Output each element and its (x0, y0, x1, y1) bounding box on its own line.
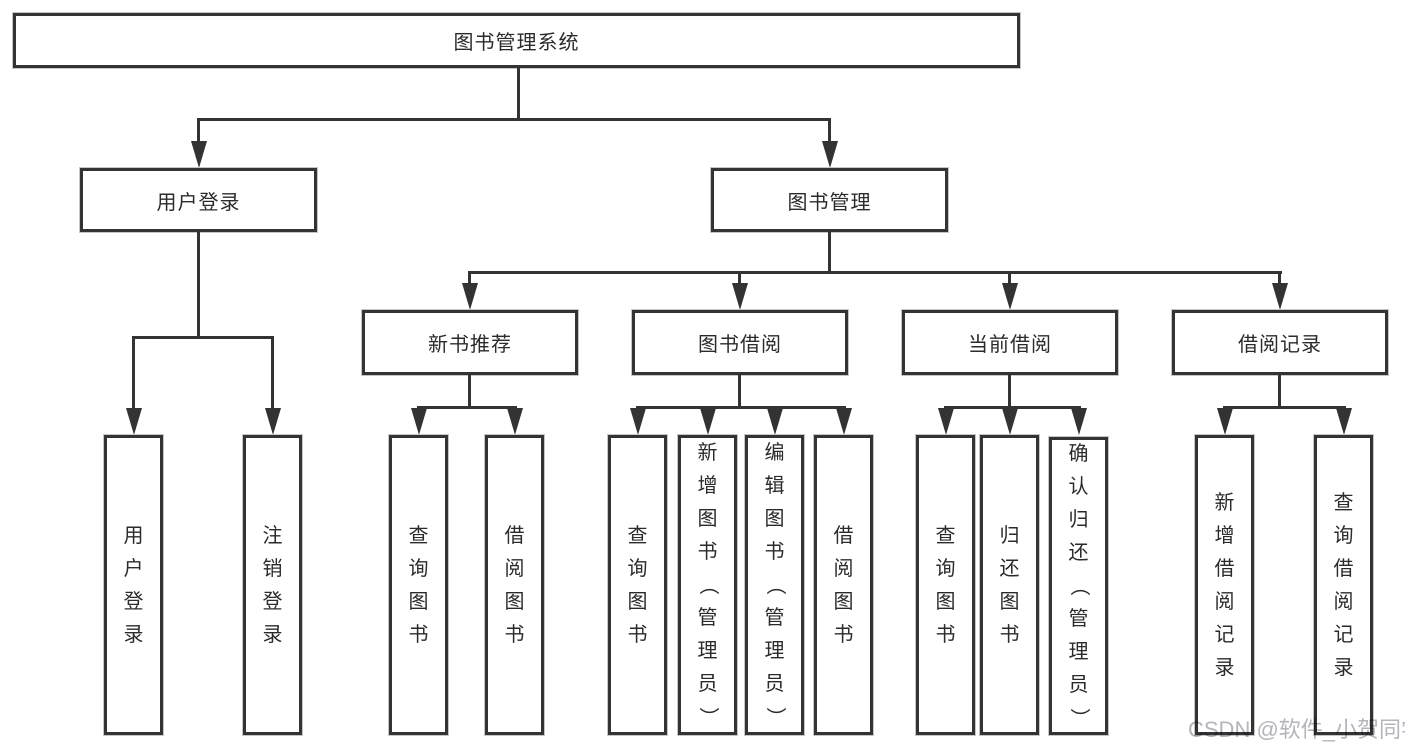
connector-borrow-records-bar (1223, 406, 1346, 409)
connector-user-login-bar (132, 336, 274, 339)
node-library-management-system: 图书管理系统 (13, 13, 1020, 68)
leaf-confirm-return-admin: 确认归还（管理员） (1049, 437, 1108, 735)
leaf-label: 查询图书 (408, 524, 429, 646)
arrow-to-leaf-query-books-2 (629, 408, 646, 435)
arrow-to-leaf-add-book (699, 408, 716, 435)
leaf-label: 借阅图书 (504, 524, 525, 646)
node-label: 图书借阅 (698, 334, 782, 356)
node-label: 用户登录 (156, 191, 241, 214)
leaf-query-books-1: 查询图书 (389, 435, 448, 735)
leaf-label: 归还图书 (999, 524, 1020, 646)
arrow-to-new-book-recommend (461, 272, 478, 310)
leaf-label: 新增借阅记录 (1214, 491, 1235, 679)
connector-borrow-records-stem (1278, 375, 1281, 409)
leaf-label: 新增图书（管理员） (696, 442, 719, 727)
arrow-to-leaf-borrow-books-1 (506, 408, 523, 435)
connector-new-book-stem (468, 375, 471, 409)
connector-book-management-bar (468, 271, 1282, 274)
leaf-logout: 注销登录 (243, 435, 302, 735)
node-user-login: 用户登录 (80, 168, 317, 232)
leaf-label: 确认归还（管理员） (1067, 443, 1090, 728)
connector-book-management-stem (828, 232, 831, 273)
node-current-borrow: 当前借阅 (902, 310, 1118, 375)
leaf-add-book-admin: 新增图书（管理员） (678, 435, 737, 735)
arrow-to-leaf-query-record (1335, 408, 1352, 435)
leaf-borrow-books-2: 借阅图书 (814, 435, 873, 735)
node-label: 新书推荐 (428, 334, 512, 356)
leaf-label: 借阅图书 (833, 524, 854, 646)
leaf-return-book: 归还图书 (980, 435, 1039, 735)
connector-book-borrow-stem (738, 375, 741, 409)
leaf-label: 查询借阅记录 (1333, 491, 1354, 679)
arrow-to-user-login (190, 119, 207, 168)
arrow-to-book-borrow (731, 272, 748, 310)
arrow-to-leaf-borrow-books-2 (835, 408, 852, 435)
connector-current-borrow-bar (944, 406, 1081, 409)
node-book-borrow: 图书借阅 (632, 310, 848, 375)
leaf-edit-book-admin: 编辑图书（管理员） (745, 435, 804, 735)
arrow-to-leaf-confirm-return (1070, 408, 1087, 435)
leaf-borrow-books-1: 借阅图书 (485, 435, 544, 735)
leaf-query-borrow-record: 查询借阅记录 (1314, 435, 1373, 735)
leaf-label: 编辑图书（管理员） (763, 442, 786, 727)
leaf-label: 查询图书 (935, 524, 956, 646)
arrow-to-current-borrow (1001, 272, 1018, 310)
leaf-label: 注销登录 (262, 524, 283, 646)
connector-new-book-bar (417, 406, 517, 409)
connector-user-login-stem (197, 232, 200, 339)
csdn-watermark: CSDN @软件_小贺同学 (1188, 717, 1405, 742)
leaf-add-borrow-record: 新增借阅记录 (1195, 435, 1254, 735)
leaf-label: 用户登录 (123, 524, 144, 646)
connector-current-borrow-stem (1008, 375, 1011, 409)
arrow-to-leaf-query-books-3 (937, 408, 954, 435)
node-book-management: 图书管理 (711, 168, 948, 232)
connector-root-bar (197, 118, 831, 121)
arrow-to-leaf-logout (264, 337, 281, 435)
arrow-to-leaf-edit-book (766, 408, 783, 435)
arrow-to-leaf-query-books-1 (410, 408, 427, 435)
arrow-to-book-management (821, 119, 838, 168)
connector-root-stem (517, 66, 520, 119)
node-label: 图书管理 (787, 191, 872, 214)
leaf-user-login: 用户登录 (104, 435, 163, 735)
arrow-to-leaf-return-book (1001, 408, 1018, 435)
node-label: 借阅记录 (1238, 334, 1322, 356)
arrow-to-leaf-user-login (125, 337, 142, 435)
node-label: 图书管理系统 (453, 32, 580, 54)
node-new-book-recommend: 新书推荐 (362, 310, 578, 375)
leaf-query-books-3: 查询图书 (916, 435, 975, 735)
arrow-to-borrow-records (1271, 272, 1288, 310)
node-label: 当前借阅 (968, 334, 1052, 356)
node-borrow-records: 借阅记录 (1172, 310, 1388, 375)
leaf-label: 查询图书 (627, 524, 648, 646)
connector-book-borrow-bar (636, 406, 846, 409)
leaf-query-books-2: 查询图书 (608, 435, 667, 735)
arrow-to-leaf-add-record (1216, 408, 1233, 435)
